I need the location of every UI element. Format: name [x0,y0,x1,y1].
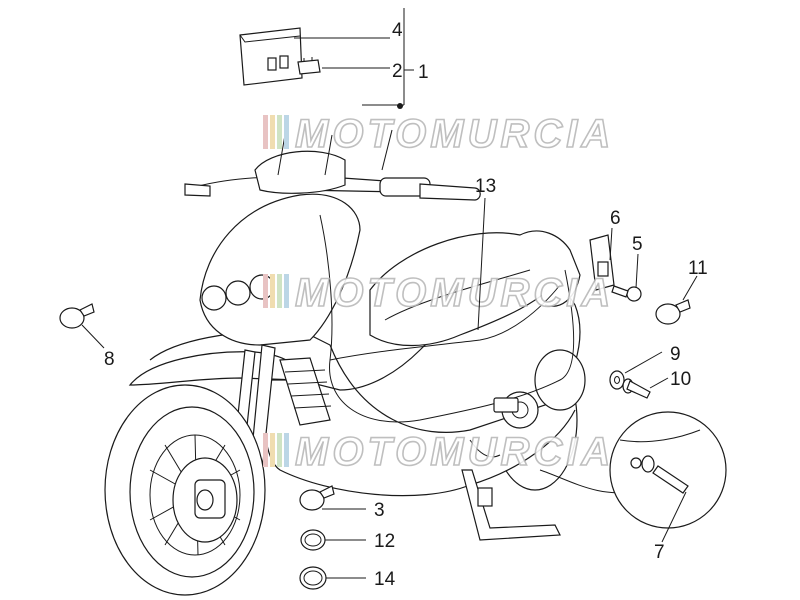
watermark-stripe [284,433,289,467]
watermark-bottom: MOTOMURCIA [263,429,614,475]
watermark-stripe [263,433,268,467]
watermark-stripe [277,115,282,149]
part-11-clamp [655,299,691,325]
watermark-text: MOTOMURCIA [295,430,614,474]
callout-14: 14 [374,569,396,590]
detail-inset [609,411,727,529]
callout-labels: 4 2 1 13 6 5 11 8 9 10 3 12 14 7 [104,20,708,590]
callout-6: 6 [610,208,621,229]
watermark-stripe [270,115,275,149]
callout-7: 7 [654,542,665,563]
part-14-band [299,566,327,590]
callout-13: 13 [475,176,496,197]
watermark-stripe [263,115,268,149]
scooter-illustration [104,129,641,596]
watermark-stripe [284,274,289,308]
callout-9: 9 [670,344,681,365]
part-4-control-unit [239,27,303,86]
part-6-bracket [589,234,615,291]
part-2-fuse [297,57,321,75]
watermark-top: MOTOMURCIA [263,111,614,157]
watermark-stripe [270,274,275,308]
watermark-stripe [284,115,289,149]
callout-12: 12 [374,531,395,552]
watermark-stripe [277,433,282,467]
callout-4: 4 [392,20,403,41]
callout-11: 11 [688,258,708,279]
leader-lines [81,8,698,579]
watermark-stripe [277,274,282,308]
part-5-screw [611,285,642,302]
callout-10: 10 [670,369,691,390]
part-8-clamp [59,303,95,329]
callout-8: 8 [104,349,115,370]
callout-1: 1 [418,62,429,83]
watermark-middle: MOTOMURCIA [263,270,614,316]
part-9-washer [609,370,625,390]
watermark-text: MOTOMURCIA [295,271,614,315]
watermark-stripe [263,274,268,308]
part-10-bolt [622,378,651,399]
callout-2: 2 [392,61,403,82]
watermark-stripe [270,433,275,467]
watermark-text: MOTOMURCIA [295,112,614,156]
callout-5: 5 [632,234,643,255]
part-3-clamp [299,485,335,511]
callout-3: 3 [374,500,385,521]
part-12-band [300,529,326,551]
